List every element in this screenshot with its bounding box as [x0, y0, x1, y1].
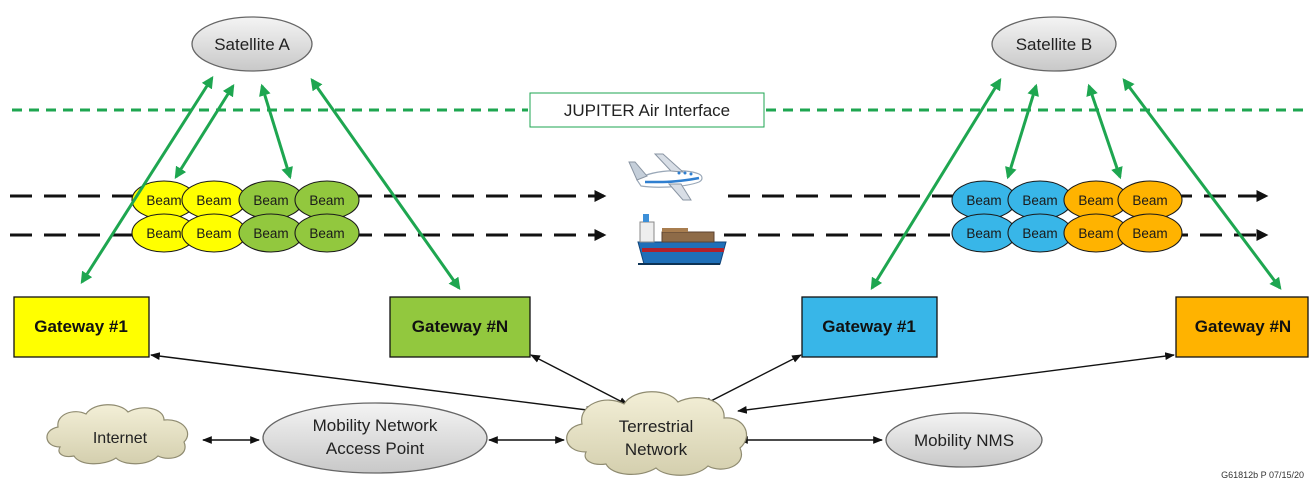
- satellite-links: [80, 75, 1282, 291]
- beam-spot: Beam: [1063, 180, 1129, 220]
- gateway-a-n-label: Gateway #N: [412, 317, 508, 336]
- access-point-label-line1: Mobility Network: [313, 416, 438, 435]
- beam-spot: Beam: [294, 213, 360, 253]
- gateway-b-1-label: Gateway #1: [822, 317, 916, 336]
- terrestrial-network-cloud-icon: [566, 391, 747, 476]
- satellite-b-label: Satellite B: [1016, 35, 1093, 54]
- internet-label: Internet: [93, 430, 148, 447]
- figure-id-footnote: G61812b P 07/15/20: [1221, 470, 1304, 480]
- satellite-b: [991, 16, 1117, 72]
- access-point-label-line2: Access Point: [326, 439, 425, 458]
- beam-label: Beam: [1132, 226, 1167, 241]
- airplane-icon: [628, 153, 703, 201]
- beam-spot: Beam: [1007, 180, 1073, 220]
- internet-cloud-icon: [46, 404, 189, 465]
- terrestrial-network-label-line2: Network: [625, 440, 688, 459]
- terrestrial-links: [150, 352, 1175, 444]
- beam-spot: Beam: [238, 213, 304, 253]
- beam-label: Beam: [966, 193, 1001, 208]
- air-interface-label: JUPITER Air Interface: [564, 101, 730, 120]
- beam-label: Beam: [146, 193, 181, 208]
- beam-label: Beam: [253, 226, 288, 241]
- beam-spot: Beam: [181, 180, 247, 220]
- gateway-a-1-label: Gateway #1: [34, 317, 128, 336]
- gateway-b-n: [1175, 296, 1309, 358]
- beam-spot: Beam: [1063, 213, 1129, 253]
- mobility-nms-node: [885, 412, 1043, 468]
- beam-spot: Beam: [294, 180, 360, 220]
- air-interface-box: [529, 92, 765, 128]
- beam-spot: Beam: [951, 213, 1017, 253]
- beam-spot: Beam: [1007, 213, 1073, 253]
- beam-label: Beam: [1078, 193, 1113, 208]
- beam-label: Beam: [146, 226, 181, 241]
- beam-label: Beam: [309, 226, 344, 241]
- mobility-nms-label: Mobility NMS: [914, 431, 1014, 450]
- terrestrial-network-label-line1: Terrestrial: [619, 417, 694, 436]
- beam-label: Beam: [1022, 193, 1057, 208]
- beam-label: Beam: [1022, 226, 1057, 241]
- gateway-a-1: [13, 296, 150, 358]
- access-point-node: [262, 402, 488, 474]
- gateway-b-1: [801, 296, 938, 358]
- beam-label: Beam: [253, 193, 288, 208]
- beam-spot: Beam: [238, 180, 304, 220]
- satellite-a-label: Satellite A: [214, 35, 290, 54]
- beam-label: Beam: [309, 193, 344, 208]
- ship-icon: [637, 214, 727, 265]
- beam-label: Beam: [966, 226, 1001, 241]
- beam-label: Beam: [196, 226, 231, 241]
- beam-spot: Beam: [181, 213, 247, 253]
- beam-label: Beam: [1132, 193, 1167, 208]
- beam-spot: Beam: [1117, 213, 1183, 253]
- beam-spot: Beam: [951, 180, 1017, 220]
- beam-label: Beam: [196, 193, 231, 208]
- beam-spot: Beam: [1117, 180, 1183, 220]
- gateway-a-n: [389, 296, 531, 358]
- beam-label: Beam: [1078, 226, 1113, 241]
- satellite-a: [191, 16, 313, 72]
- gateway-b-n-label: Gateway #N: [1195, 317, 1291, 336]
